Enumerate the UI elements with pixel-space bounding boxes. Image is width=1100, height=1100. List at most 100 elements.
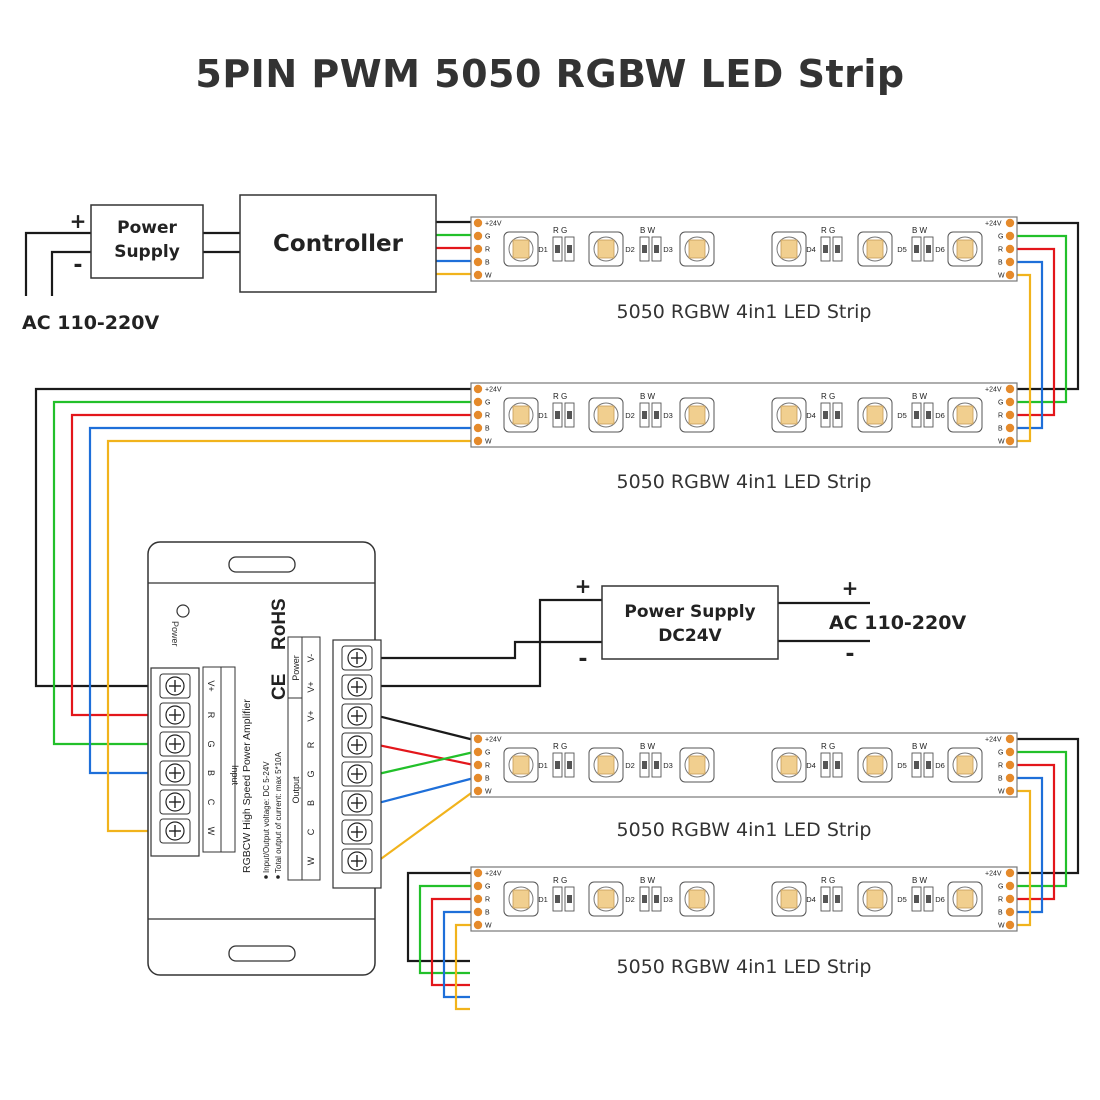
amp-output-section-label: Output xyxy=(291,776,301,804)
strip-diode-label: D4 xyxy=(806,895,816,904)
strip-pin-label-left: B xyxy=(485,776,490,783)
amp-mount-slot-top xyxy=(228,556,296,573)
strip-diode-label: D2 xyxy=(625,895,635,904)
strip-channel-label: B W xyxy=(640,876,656,885)
strip-diode-label: D2 xyxy=(625,411,635,420)
resistor-body xyxy=(823,895,828,903)
power-supply-minus: - xyxy=(73,253,82,278)
wire-strip1-to-strip2 xyxy=(1014,221,1080,391)
led-die xyxy=(597,405,615,425)
wire-strip1-to-strip2 xyxy=(1014,260,1044,430)
wire-strip2-g-to-amp xyxy=(52,400,474,746)
wire-strip3-to-strip4 xyxy=(1014,750,1068,888)
resistor-body xyxy=(823,411,828,419)
resistor-body xyxy=(567,895,572,903)
wire-strip4-tail xyxy=(454,923,474,1011)
strip-channel-label: R G xyxy=(553,392,567,401)
strip-channel-label: R G xyxy=(553,226,567,235)
wire-amp-b-to-strip3 xyxy=(377,776,475,805)
resistor-body xyxy=(642,411,647,419)
strip-pin-label-left: R xyxy=(485,413,490,420)
amp-output-terminal-label: W xyxy=(306,856,316,865)
amp-input-terminals: V+RGBCW xyxy=(150,667,216,857)
resistor-body xyxy=(823,761,828,769)
resistor-body xyxy=(926,411,931,419)
amp-output-terminal-label: V- xyxy=(306,654,316,663)
strip-diode-label: D3 xyxy=(663,411,673,420)
strip-pin-label-left: +24V xyxy=(485,871,502,878)
strip-channel-label: B W xyxy=(640,226,656,235)
led-die xyxy=(956,755,974,775)
strip-pin-label-right: R xyxy=(998,247,1003,254)
led-die xyxy=(866,755,884,775)
strip-pin-label-left: W xyxy=(485,439,492,446)
strip-diode-label: D1 xyxy=(538,895,548,904)
wire-strip2-w-to-amp xyxy=(106,439,474,833)
strip-pin-label-right: R xyxy=(998,763,1003,770)
amp-output-terminal-label: R xyxy=(306,741,316,748)
rohs-mark: RoHS xyxy=(269,598,290,650)
led-die xyxy=(688,889,706,909)
wire-strip4-tail xyxy=(406,871,474,963)
led-die xyxy=(512,755,530,775)
led-die xyxy=(866,239,884,259)
strip-pad-left xyxy=(473,423,483,433)
amp-input-terminal-label: R xyxy=(206,712,216,719)
strip-pin-label-left: B xyxy=(485,426,490,433)
resistor-body xyxy=(654,245,659,253)
strip-pad-right xyxy=(1005,920,1015,930)
led-die xyxy=(956,405,974,425)
wires xyxy=(24,220,1080,1011)
wire-amp-r-to-strip3 xyxy=(377,743,475,767)
strip-pad-left xyxy=(473,257,483,267)
amp-power-label: Power xyxy=(170,621,180,647)
wire-strip1-to-strip2 xyxy=(1014,273,1032,443)
strip-pin-label-right: B xyxy=(998,776,1003,783)
resistor-body xyxy=(914,895,919,903)
resistor-body xyxy=(567,411,572,419)
strip-diode-label: D6 xyxy=(935,411,945,420)
strip-pad-left xyxy=(473,397,483,407)
strip-pad-right xyxy=(1005,881,1015,891)
strip-pin-label-left: G xyxy=(485,884,490,891)
strip-pad-left xyxy=(473,881,483,891)
strip-diode-label: D2 xyxy=(625,245,635,254)
strip-pad-left xyxy=(473,410,483,420)
strip-pin-label-left: G xyxy=(485,234,490,241)
strip-pad-left xyxy=(473,907,483,917)
strip-pad-right xyxy=(1005,410,1015,420)
resistor-body xyxy=(642,761,647,769)
resistor-body xyxy=(914,761,919,769)
strip-pin-label-right: +24V xyxy=(985,737,1002,744)
amp-mount-slot-bottom xyxy=(228,945,296,962)
wire-strip3-to-strip4 xyxy=(1014,789,1032,927)
led-die xyxy=(866,889,884,909)
strip-channel-label: B W xyxy=(912,392,928,401)
strip-channel-label: R G xyxy=(821,226,835,235)
resistor-body xyxy=(654,411,659,419)
strip-diode-label: D4 xyxy=(806,245,816,254)
strip-pad-left xyxy=(473,894,483,904)
strip-pad-right xyxy=(1005,270,1015,280)
dc-power-supply: Power Supply DC24V + - + - xyxy=(575,574,859,672)
resistor-body xyxy=(555,411,560,419)
strip-pad-right xyxy=(1005,397,1015,407)
strip-channel-label: R G xyxy=(821,392,835,401)
strip-pad-right xyxy=(1005,786,1015,796)
strip-pad-left xyxy=(473,786,483,796)
controller-label: Controller xyxy=(273,231,404,257)
dc-supply-plus-right: + xyxy=(842,576,859,600)
strip-pin-label-right: B xyxy=(998,910,1003,917)
strip-diode-label: D3 xyxy=(663,245,673,254)
strip-pin-label-left: R xyxy=(485,897,490,904)
strip-pin-label-right: +24V xyxy=(985,221,1002,228)
resistor-body xyxy=(642,895,647,903)
rgbcw-amplifier: Power RoHS CE RGBCW High Speed Power Amp… xyxy=(147,541,382,976)
wire-strip1-to-strip2 xyxy=(1014,247,1056,417)
strip-pin-label-right: R xyxy=(998,897,1003,904)
led-die xyxy=(512,239,530,259)
strip-pin-label-right: W xyxy=(998,439,1005,446)
strip-pad-left xyxy=(473,734,483,744)
